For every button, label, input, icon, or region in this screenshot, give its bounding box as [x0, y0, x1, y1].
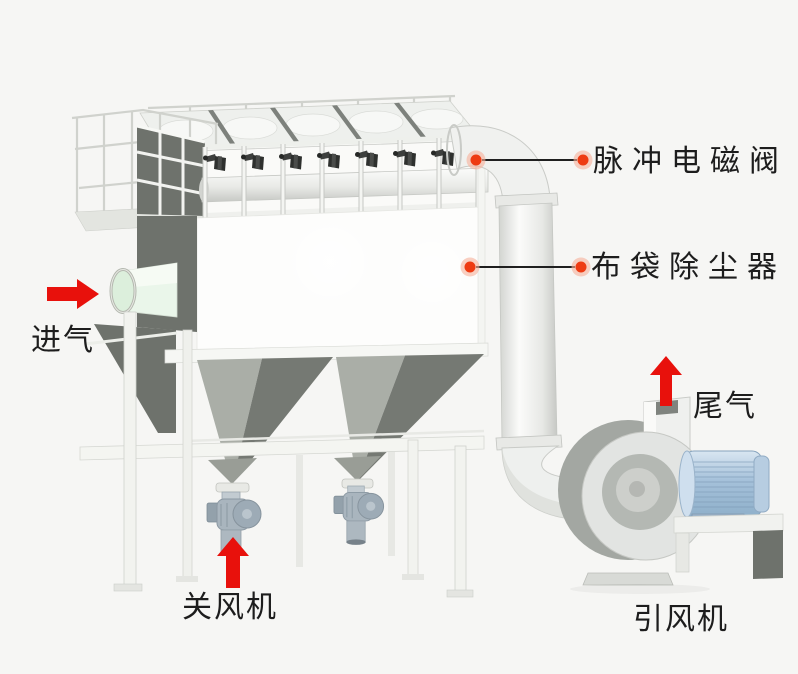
label-air-inlet: 进气	[31, 324, 95, 357]
label-exhaust-gas: 尾气	[693, 390, 757, 423]
rotary-airlock-right	[333, 485, 385, 546]
filter-housing-body	[137, 137, 486, 355]
hopper-outlets	[206, 456, 385, 557]
callout-pulse-valve	[466, 150, 593, 170]
inlet-funnel	[109, 262, 178, 318]
baghouse-unit	[71, 94, 489, 598]
annotations	[47, 150, 682, 588]
callout-dot	[575, 261, 587, 273]
callout-bag-filter	[460, 257, 591, 277]
callout-dot	[464, 261, 476, 273]
label-pulse-solenoid-valve: 脉冲电磁阀	[593, 145, 788, 178]
callout-dot	[470, 154, 482, 166]
plenum-side-wall	[136, 124, 206, 216]
support-frame	[79, 311, 485, 598]
duct-and-fan	[446, 124, 784, 594]
valve-section	[199, 134, 489, 220]
fan-base-stand	[673, 513, 784, 579]
airlock-arrow-icon	[217, 537, 249, 588]
exhaust-arrow-icon	[650, 356, 682, 406]
hopper-top-band	[164, 342, 489, 364]
label-bag-dust-collector: 布袋除尘器	[591, 251, 786, 284]
duct-riser	[498, 202, 558, 444]
inlet-arrow-icon	[47, 279, 99, 309]
label-induced-draft-fan: 引风机	[633, 603, 729, 636]
callout-dot	[577, 154, 589, 166]
label-rotary-airlock: 关风机	[182, 591, 278, 624]
